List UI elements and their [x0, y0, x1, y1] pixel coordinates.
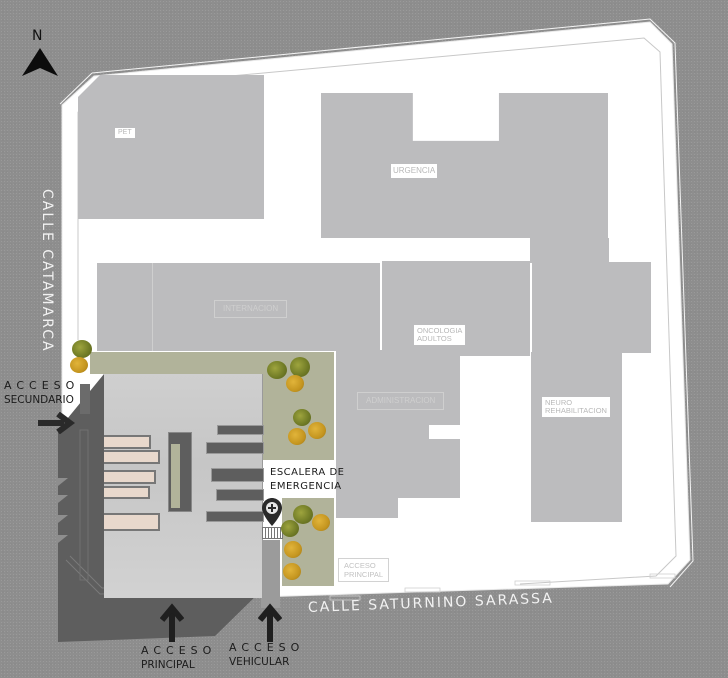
tree	[286, 375, 304, 392]
zone-label-pet: PET	[115, 128, 135, 138]
access-vehicular-label: ACCESO VEHICULAR	[229, 641, 305, 668]
north-arrow-icon	[22, 48, 58, 76]
access-secundario-label: ACCESO SECUNDARIO	[4, 379, 80, 406]
arrow-right-icon	[38, 412, 75, 434]
zone-label-oncologia: ONCOLOGIA ADULTOS	[414, 325, 466, 345]
tree	[267, 361, 287, 379]
emergency-stair-label: ESCALERA DE EMERGENCIA	[270, 467, 345, 492]
arrow-up-icon	[160, 603, 184, 642]
building-neuro-lower	[531, 352, 622, 522]
building-pet	[78, 75, 264, 219]
building-neuro	[532, 262, 651, 353]
tree	[70, 357, 88, 373]
map-pin-plus-icon	[262, 498, 282, 526]
tree	[293, 409, 311, 426]
skylight-dark	[206, 511, 264, 522]
tree	[288, 428, 306, 445]
skylight-dark	[217, 425, 264, 435]
building-internacion	[97, 263, 380, 351]
north-arrow: N	[20, 28, 60, 78]
street-label-catamarca: CALLE CATAMARCA	[39, 189, 55, 353]
zone-label-urgencia: URGENCIA	[391, 164, 438, 178]
skylight	[104, 513, 160, 531]
access-principal-label: ACCESO PRINCIPAL	[141, 644, 217, 671]
arrow-up-icon	[258, 603, 282, 642]
skylight	[104, 435, 151, 449]
skylight	[104, 450, 160, 464]
tree	[308, 422, 326, 439]
tree	[284, 541, 302, 558]
zone-label-administracion: ADMINISTRACION	[357, 392, 445, 410]
skylight-dark	[211, 468, 264, 482]
tree	[293, 505, 313, 524]
tree	[290, 357, 310, 377]
tree	[312, 514, 330, 531]
building-neuro-upper	[530, 238, 609, 263]
zone-label-internacion: INTERNACION	[214, 300, 288, 318]
skylight-dark	[206, 442, 264, 454]
zone-label-neuro: NEURO REHABILITACION	[542, 397, 610, 417]
skylight	[104, 486, 150, 499]
central-patio-green	[171, 444, 180, 508]
tree	[283, 563, 301, 580]
emergency-stair	[262, 527, 283, 539]
divider	[152, 263, 153, 351]
skylight	[104, 470, 156, 484]
zone-label-acceso-principal: ACCESO PRINCIPAL	[338, 558, 390, 582]
north-label: N	[32, 28, 43, 44]
tree	[72, 340, 92, 358]
skylight-dark	[216, 489, 264, 501]
tree	[281, 520, 299, 537]
